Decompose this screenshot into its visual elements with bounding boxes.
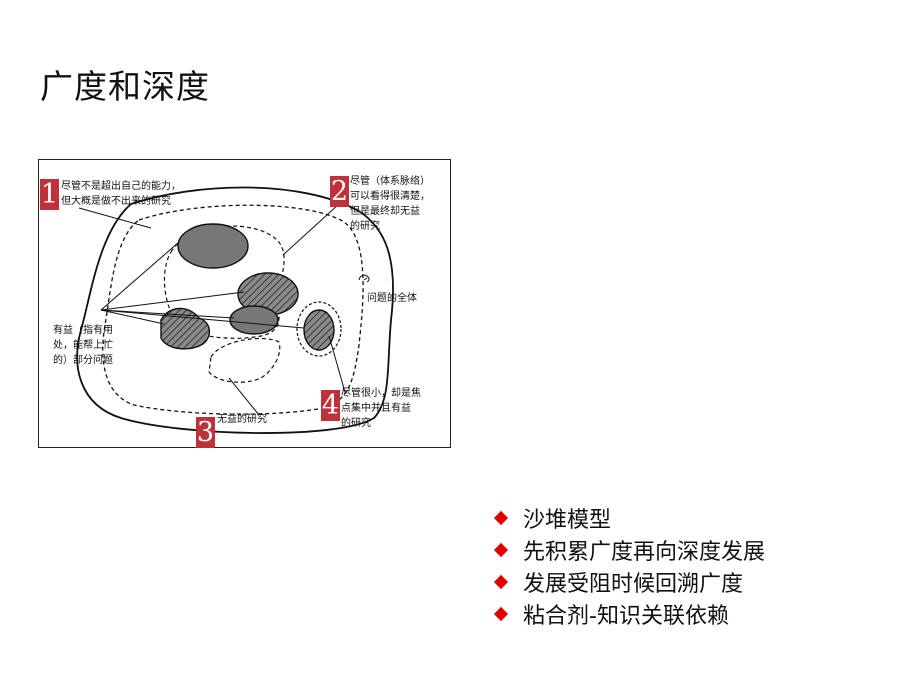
unreachable-research-blob [177,223,249,269]
pointer-useful-c [100,309,235,319]
badge-1: 1 [40,179,59,210]
useless-research-shape [208,337,281,383]
badge-2: 2 [330,176,349,207]
note-2: 尽管（体系脉络） 可以看得很清楚， 但是最终却无益 的研究 [350,176,430,232]
bullet-item: 粘合剂-知识关联依赖 [492,598,765,630]
bullet-text: 发展受阻时候回溯广度 [523,572,744,597]
red-diamond-icon [493,574,509,590]
bullet-text: 沙堆模型 [523,508,612,533]
pointer-2 [282,203,340,256]
bullet-text: 粘合剂-知识关联依赖 [523,604,729,629]
bullet-list: 沙堆模型 先积累广度再向深度发展 发展受阻时候回溯广度 粘合剂-知识关联依赖 [492,502,765,630]
red-diamond-icon [493,510,509,526]
pointer-1 [78,207,152,229]
pointer-whole [363,277,368,281]
bullet-item: 先积累广度再向深度发展 [492,534,765,566]
focused-research-blob [303,309,335,351]
note-3: 无益的研究 [217,414,267,425]
badge-4: 4 [321,390,340,421]
useful-blob-middle [229,305,279,335]
badge-3: 3 [196,417,215,448]
bullet-text: 先积累广度再向深度发展 [523,540,766,565]
red-diamond-icon [493,542,509,558]
pointer-useful-d [100,309,165,325]
bullet-item: 发展受阻时候回溯广度 [492,566,765,598]
note-1: 尽管不是超出自己的能力， 但大概是做不出来的研究 [61,181,181,207]
slide-title: 广度和深度 [40,67,210,106]
pointer-3 [228,377,260,416]
note-whole: 问题的全体 [367,293,417,304]
breadth-depth-diagram: 1 尽管不是超出自己的能力， 但大概是做不出来的研究 2 尽管（体系脉络） 可以… [38,159,451,448]
pointer-useful-b [100,291,245,311]
pointer-useful-a [100,241,180,311]
diagram-drawing [76,186,394,434]
pointer-whole-curve [358,274,370,283]
bullet-item: 沙堆模型 [492,502,765,534]
focused-research-outline [296,301,342,357]
red-diamond-icon [493,606,509,622]
note-4: 尽管很小，却是焦 点集中并且有益 的研究 [341,388,421,429]
note-useful: 有益（指有用 处，能帮上忙 的）部分问题 [53,325,113,366]
pointer-useful-e [100,309,305,329]
pointer-4 [328,335,346,393]
